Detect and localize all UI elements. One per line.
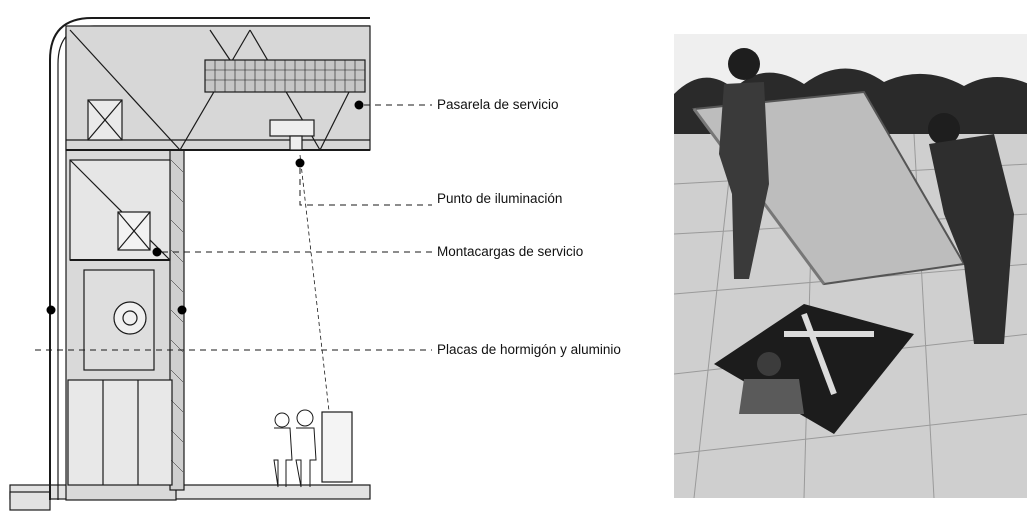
photo-illustration xyxy=(674,34,1027,498)
callout-pasarela-de-servicio: Pasarela de servicio xyxy=(437,97,559,112)
callout-punto-de-iluminacion: Punto de iluminación xyxy=(437,191,563,206)
callout-montacargas-de-servicio: Montacargas de servicio xyxy=(437,244,584,259)
photo-workers-lifting-panel xyxy=(674,34,1027,498)
building-section-drawing xyxy=(9,17,432,511)
callout-placas-de-hormigon-y-aluminio: Placas de hormigón y aluminio xyxy=(437,342,621,357)
